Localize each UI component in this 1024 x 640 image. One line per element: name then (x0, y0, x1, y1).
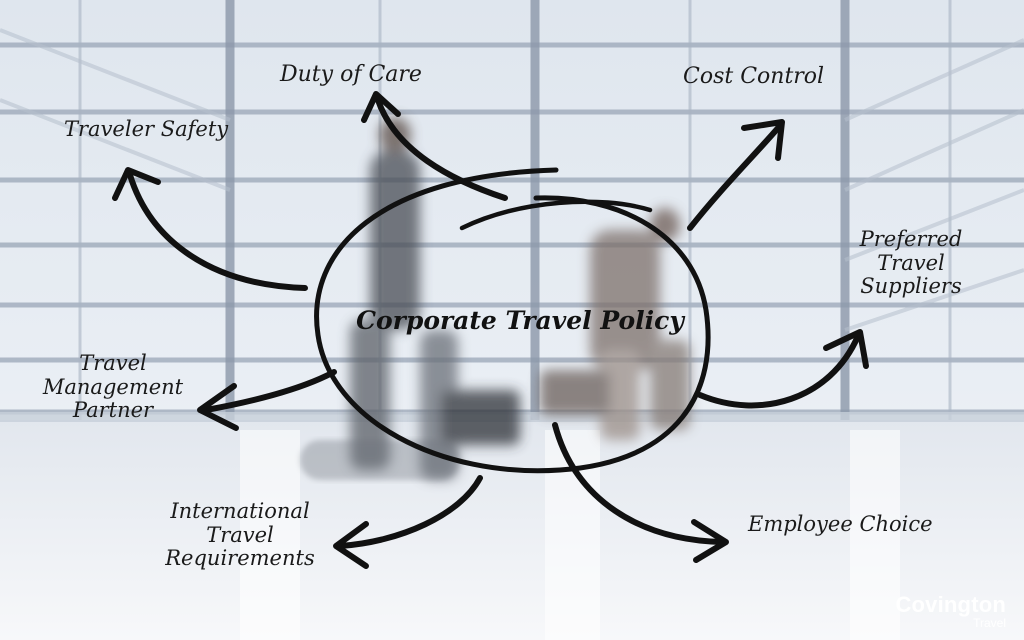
label-traveler-safety: Traveler Safety (64, 117, 229, 141)
label-line: Management (42, 374, 184, 399)
arrow-international (337, 475, 483, 549)
label-line: Suppliers (860, 274, 962, 299)
arrow-travel-management (203, 369, 337, 413)
label-line: Partner (72, 398, 154, 423)
arrow-duty-of-care (375, 97, 508, 201)
label-cost-control: Cost Control (683, 64, 825, 89)
label-line: International (170, 499, 310, 523)
label-line: Preferred (859, 227, 963, 251)
arrow-cost-control (687, 125, 781, 231)
center-ellipse-overlap (459, 199, 653, 231)
logo-wordmark: Covington (895, 592, 1006, 617)
arrow-traveler-safety (127, 172, 308, 291)
covington-logo: Covington Travel (895, 592, 1006, 630)
label-line: Travel (877, 250, 945, 275)
label-line: Travel (206, 522, 274, 547)
label-travel-management-partner: Travel Management Partner (28, 351, 198, 423)
label-line: Travel (79, 351, 147, 375)
label-preferred-suppliers: Preferred Travel Suppliers (846, 227, 976, 299)
label-international-travel: International Travel Requirements (150, 499, 330, 571)
logo-subtitle: Travel (973, 616, 1006, 630)
label-duty-of-care: Duty of Care (280, 62, 422, 87)
label-line: Requirements (165, 546, 315, 571)
label-employee-choice: Employee Choice (748, 512, 933, 536)
arrow-employee-choice (552, 422, 725, 545)
arrow-preferred-suppliers (697, 333, 861, 409)
center-ellipse (314, 167, 711, 474)
center-title: Corporate Travel Policy (356, 306, 684, 335)
